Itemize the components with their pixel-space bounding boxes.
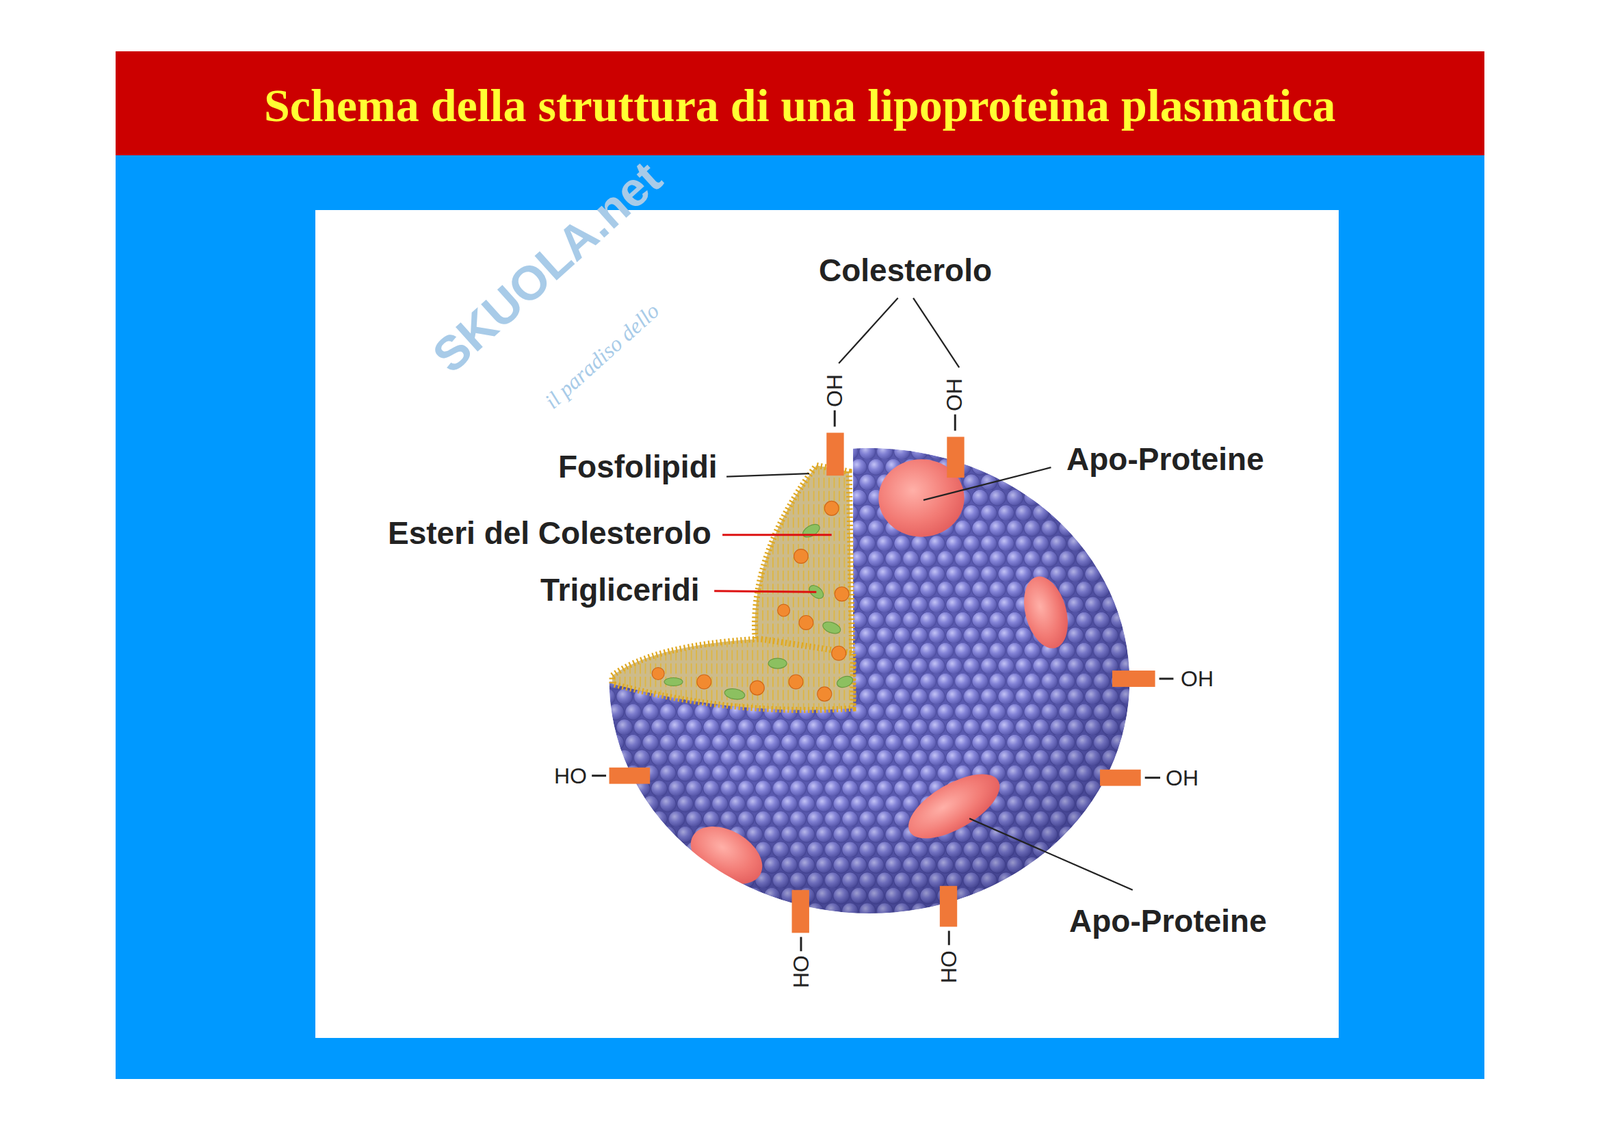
hydroxyl-label: OH	[943, 378, 966, 412]
part-label: Esteri del Colesterolo	[387, 517, 712, 549]
slide-title: Schema della struttura di una lipoprotei…	[264, 82, 1336, 129]
hydroxyl-label: OH	[823, 374, 846, 408]
hydroxyl-label: OH	[1165, 766, 1199, 789]
part-label: Colesterolo	[818, 254, 992, 286]
hydroxyl-label: HO	[554, 764, 587, 787]
part-label: Apo-Proteine	[1066, 443, 1265, 475]
hydroxyl-label: OH	[1180, 667, 1214, 690]
part-label: Apo-Proteine	[1069, 905, 1267, 937]
hydroxyl-label: HO	[937, 950, 960, 983]
part-label: Fosfolipidi	[558, 450, 718, 483]
hydroxyl-label: HO	[790, 954, 812, 988]
part-label: Trigliceridi	[540, 573, 700, 606]
